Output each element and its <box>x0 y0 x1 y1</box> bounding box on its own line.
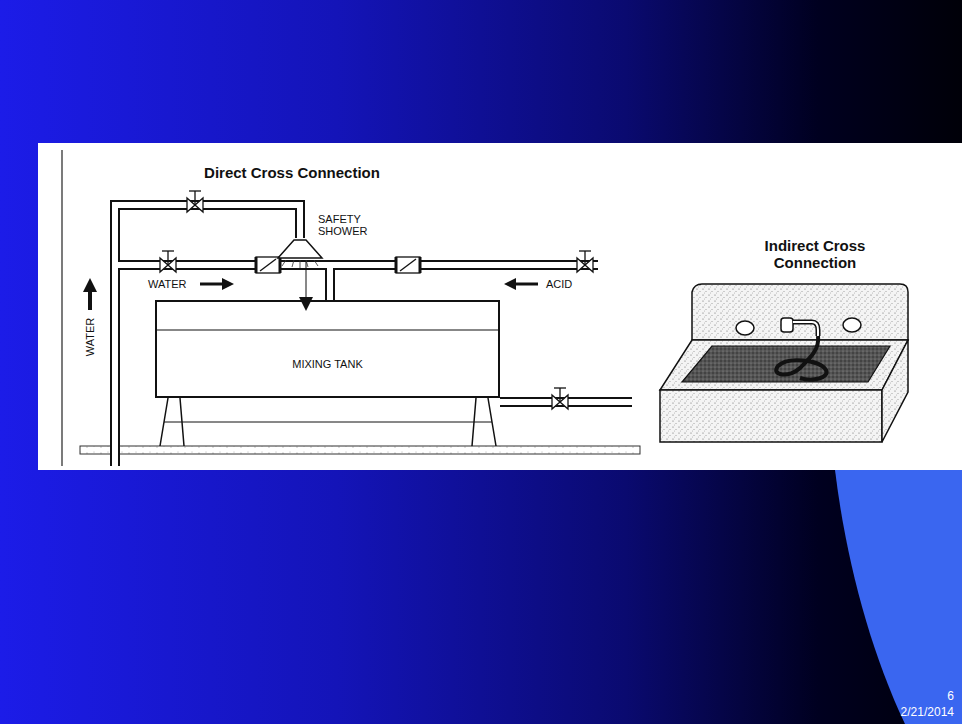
corner-shape <box>835 470 962 724</box>
figure-heading: Indirect Cross Connection <box>740 238 890 271</box>
part-name: SAFETY SHOWER <box>318 213 378 237</box>
sink <box>660 284 908 442</box>
flow-label: ACID <box>546 278 572 290</box>
floor <box>80 446 640 454</box>
wall-line <box>61 150 62 466</box>
check-valves <box>256 257 420 273</box>
tank-stand <box>157 330 498 446</box>
flow-label: WATER <box>148 278 187 290</box>
mixing-tank: MIXING TANK <box>155 300 500 398</box>
slide-number: 6 <box>947 690 954 703</box>
figure-heading: Direct Cross Connection <box>204 165 380 182</box>
flow-arrows <box>83 278 538 310</box>
pipes <box>115 205 634 468</box>
figure-panel <box>38 143 962 470</box>
node-text: MIXING TANK <box>292 358 363 370</box>
slide-date: 2/21/2014 <box>901 706 954 719</box>
flow-label: WATER <box>84 318 96 357</box>
